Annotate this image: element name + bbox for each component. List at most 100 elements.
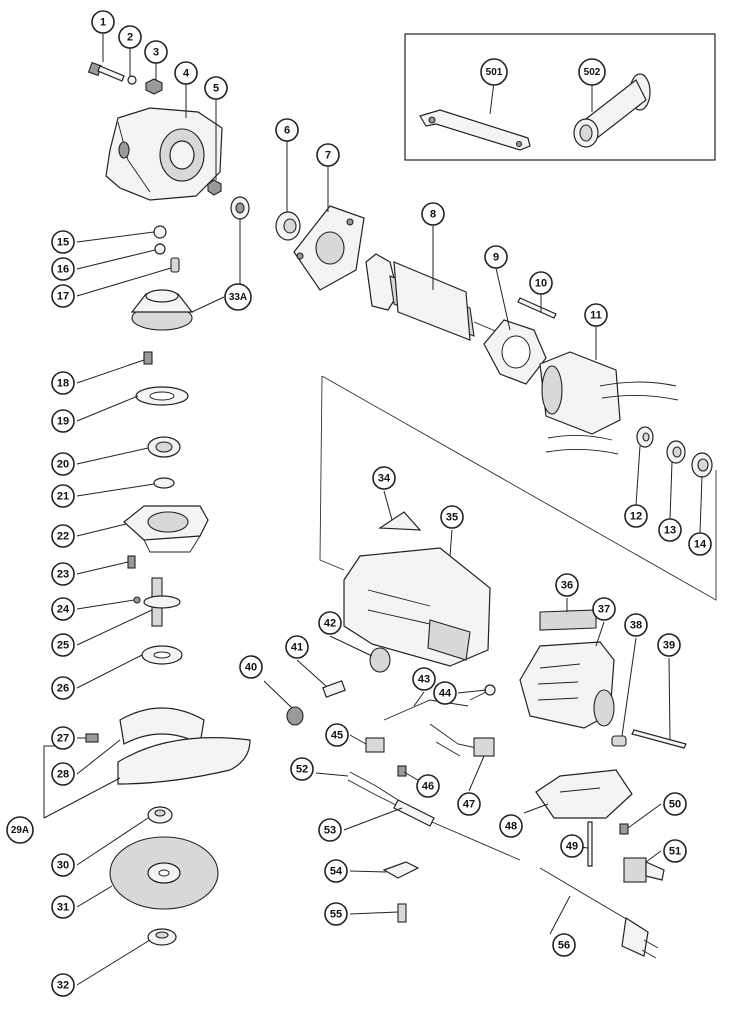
callout-51: 51 — [663, 839, 687, 863]
callout-bubble — [51, 853, 75, 877]
callout-8: 8 — [421, 202, 445, 226]
callout-35: 35 — [440, 505, 464, 529]
callout-6: 6 — [275, 118, 299, 142]
assembly-guide-dashed-lines — [319, 375, 717, 601]
bearing-part-12 — [636, 426, 654, 448]
callout-number: 36 — [561, 580, 573, 592]
callout-bubble — [658, 518, 682, 542]
callout-number: 24 — [57, 604, 70, 616]
callout-bubble — [51, 230, 75, 254]
callout-number: 15 — [57, 237, 69, 249]
callout-37: 37 — [592, 597, 616, 621]
callout-number: 14 — [694, 539, 707, 551]
callout-number: 35 — [446, 512, 458, 524]
callout-bubble — [433, 681, 457, 705]
callout-number: 25 — [57, 640, 69, 652]
callout-5: 5 — [204, 76, 228, 100]
callout-number: 21 — [57, 491, 69, 503]
callout-number: 42 — [324, 618, 336, 630]
callout-44: 44 — [433, 681, 457, 705]
terminal-part-44 — [469, 684, 496, 701]
callout-bubble — [51, 371, 75, 395]
callout-number: 501 — [486, 67, 503, 78]
callout-number: 13 — [664, 525, 676, 537]
callout-number: 39 — [663, 640, 675, 652]
tail-cover-part-37 — [519, 641, 615, 729]
spanner-wrench-part — [419, 109, 531, 151]
cord-armor-part-53 — [393, 799, 435, 827]
callout-number: 33A — [229, 292, 247, 303]
callout-bubble — [484, 245, 508, 269]
screw-part-23 — [127, 555, 136, 569]
callout-number: 30 — [57, 860, 69, 872]
callout-12: 12 — [624, 504, 648, 528]
callout-number: 16 — [57, 264, 69, 276]
callout-bubble — [51, 895, 75, 919]
callout-46: 46 — [416, 774, 440, 798]
armature-part-8 — [365, 253, 513, 341]
callout-bubble — [457, 792, 481, 816]
callout-26: 26 — [51, 676, 75, 700]
callout-bubble — [91, 10, 115, 34]
callout-bubble — [118, 25, 142, 49]
bearing-part-20 — [147, 436, 181, 458]
name-plate-part-34 — [378, 511, 422, 531]
accessory-box — [404, 33, 716, 161]
wheel-guard-part-28 — [117, 707, 251, 785]
callout-16: 16 — [51, 257, 75, 281]
callout-bubble — [440, 505, 464, 529]
brush-cap-part-38 — [611, 735, 627, 747]
washer-part-2 — [127, 75, 137, 85]
flange-part-32 — [147, 928, 177, 946]
callout-bubble — [318, 818, 342, 842]
callout-22: 22 — [51, 524, 75, 548]
callout-56: 56 — [552, 933, 576, 957]
callout-bubble — [592, 597, 616, 621]
bearing-holder-part-22 — [123, 505, 209, 553]
callout-bubble — [480, 58, 508, 86]
callout-30: 30 — [51, 853, 75, 877]
callout-number: 38 — [630, 620, 642, 632]
gear-cover-part-4 — [105, 107, 223, 201]
callout-501: 501 — [480, 58, 508, 86]
callout-bubble — [224, 283, 252, 311]
callout-bubble — [421, 202, 445, 226]
power-cord-part-56 — [431, 821, 629, 921]
callout-19: 19 — [51, 409, 75, 433]
callout-number: 47 — [463, 799, 475, 811]
callout-bubble — [51, 409, 75, 433]
callout-42: 42 — [318, 611, 342, 635]
switch-cover-part-48 — [535, 769, 633, 819]
callout-43: 43 — [412, 667, 436, 691]
callout-bubble — [144, 40, 168, 64]
callout-number: 17 — [57, 291, 69, 303]
callout-number: 22 — [57, 531, 69, 543]
callout-bubble — [416, 774, 440, 798]
callout-bubble — [51, 762, 75, 786]
callout-54: 54 — [324, 859, 348, 883]
tapping-screw-part-55 — [397, 903, 407, 923]
callout-number: 2 — [127, 32, 133, 44]
pin-part-17 — [170, 257, 180, 273]
callout-38: 38 — [624, 613, 648, 637]
callout-labels: 1234567891011121314151617181920212223242… — [6, 10, 712, 997]
plate-part-19 — [135, 386, 189, 406]
callout-20: 20 — [51, 452, 75, 476]
callout-bubble — [552, 933, 576, 957]
bearing-part-6 — [275, 211, 301, 241]
tapping-screw-part-39 — [631, 729, 687, 749]
bearing-part-13 — [666, 440, 686, 464]
callout-bubble — [51, 484, 75, 508]
callout-number: 32 — [57, 980, 69, 992]
carbon-brush-part-41 — [322, 680, 346, 698]
callout-23: 23 — [51, 562, 75, 586]
callout-24: 24 — [51, 597, 75, 621]
screw-part-18 — [143, 351, 153, 365]
callout-bubble — [663, 792, 687, 816]
callout-9: 9 — [484, 245, 508, 269]
callout-number: 34 — [378, 473, 391, 485]
internal-wire-part-43 — [383, 699, 469, 721]
grinding-wheel-part-31 — [109, 836, 219, 910]
screw-part-27 — [85, 733, 99, 743]
